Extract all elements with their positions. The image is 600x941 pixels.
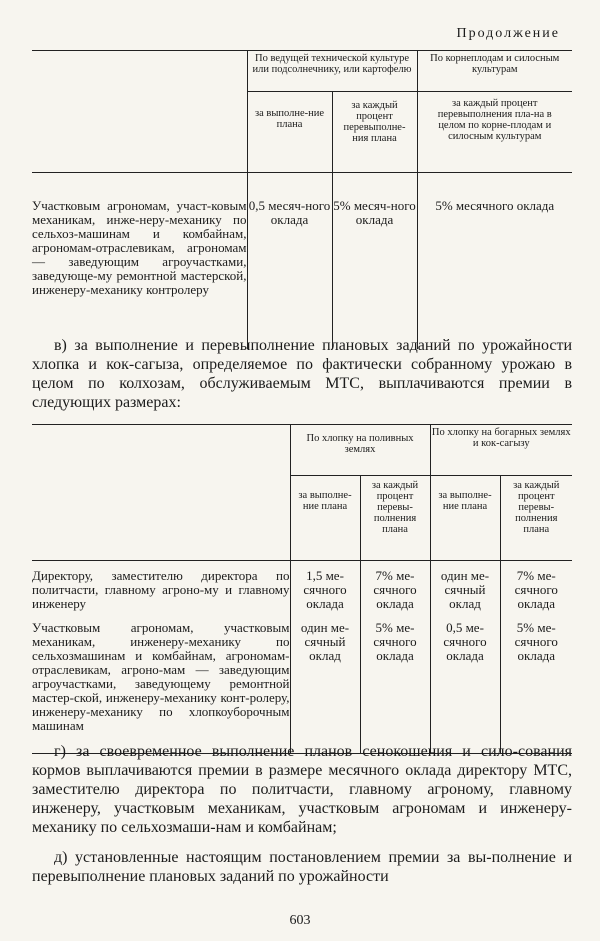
table1-row1-value-1: 0,5 месяч-ного оклада <box>246 172 332 349</box>
table2-group-header-2: По хлопку на богарных землях и кок-сагыз… <box>429 424 572 476</box>
premium-table-1: По ведущей технической культуре или подс… <box>32 50 572 349</box>
paragraph-v-text: в) за выполнение и перевыполнение планов… <box>32 337 572 411</box>
table2-row2-label: Участковым агрономам, участковым механик… <box>32 620 290 733</box>
table1-row1-value-2: 5% месяч-ного оклада <box>331 172 417 349</box>
table2-row2-value-4: 5% ме-сячного оклада <box>499 617 572 754</box>
table1-subheader-1: за выполне-ние плана <box>246 91 332 173</box>
table2-row2-value-1: один ме-сячный оклад <box>289 617 360 754</box>
page-number: 603 <box>289 913 311 928</box>
table2-subheader-2: за каждый процент перевы-полнения плана <box>359 475 430 561</box>
table1-subheader-2: за каждый процент перевыполне-ния плана <box>331 91 417 173</box>
table2-row2-value-3: 0,5 ме-сячного оклада <box>429 617 500 754</box>
table2-row1-label: Директору, заместителю директора по поли… <box>32 568 290 611</box>
table2-subheader-1: за выполне-ние плана <box>289 475 360 561</box>
continued-label: Продолжение <box>456 26 560 41</box>
paragraph-d: д) установленные настоящим постановление… <box>32 848 572 886</box>
table2-group-header-1: По хлопку на поливных землях <box>289 424 430 476</box>
paragraph-g-text: г) за своевременное выполнение планов се… <box>32 743 572 836</box>
table2-row1-value-2: 7% ме-сячного оклада <box>359 560 430 617</box>
premium-table-2: По хлопку на поливных землях По хлопку н… <box>32 424 572 754</box>
table2-subheader-4: за каждый процент перевы-полнения плана <box>499 475 572 561</box>
table2-row1-value-3: один ме-сячный оклад <box>429 560 500 617</box>
table-row: Директору, заместителю директора по поли… <box>32 560 572 617</box>
paragraph-g: г) за своевременное выполнение планов се… <box>32 742 572 837</box>
table2-row2-value-2: 5% ме-сячного оклада <box>359 617 430 754</box>
table-row: Участковым агрономам, участ-ковым механи… <box>32 172 572 349</box>
table2-corner-cell <box>32 425 290 561</box>
table1-row1-label: Участковым агрономам, участ-ковым механи… <box>32 198 247 297</box>
paragraph-d-text: д) установленные настоящим постановление… <box>32 849 572 885</box>
table1-corner-cell <box>32 51 247 173</box>
paragraph-v: в) за выполнение и перевыполнение планов… <box>32 336 572 412</box>
table1-group-header-2: По корнеплодам и силосным культурам <box>416 50 572 92</box>
table1-group-header-1: По ведущей технической культуре или подс… <box>246 50 417 92</box>
table2-row1-value-4: 7% ме-сячного оклада <box>499 560 572 617</box>
table1-row1-value-3: 5% месячного оклада <box>416 172 572 349</box>
table2-row1-value-1: 1,5 ме-сячного оклада <box>289 560 360 617</box>
table2-subheader-3: за выполне-ние плана <box>429 475 500 561</box>
table-row: Участковым агрономам, участковым механик… <box>32 617 572 754</box>
table1-subheader-3: за каждый процент перевыполнения пла-на … <box>416 91 572 173</box>
